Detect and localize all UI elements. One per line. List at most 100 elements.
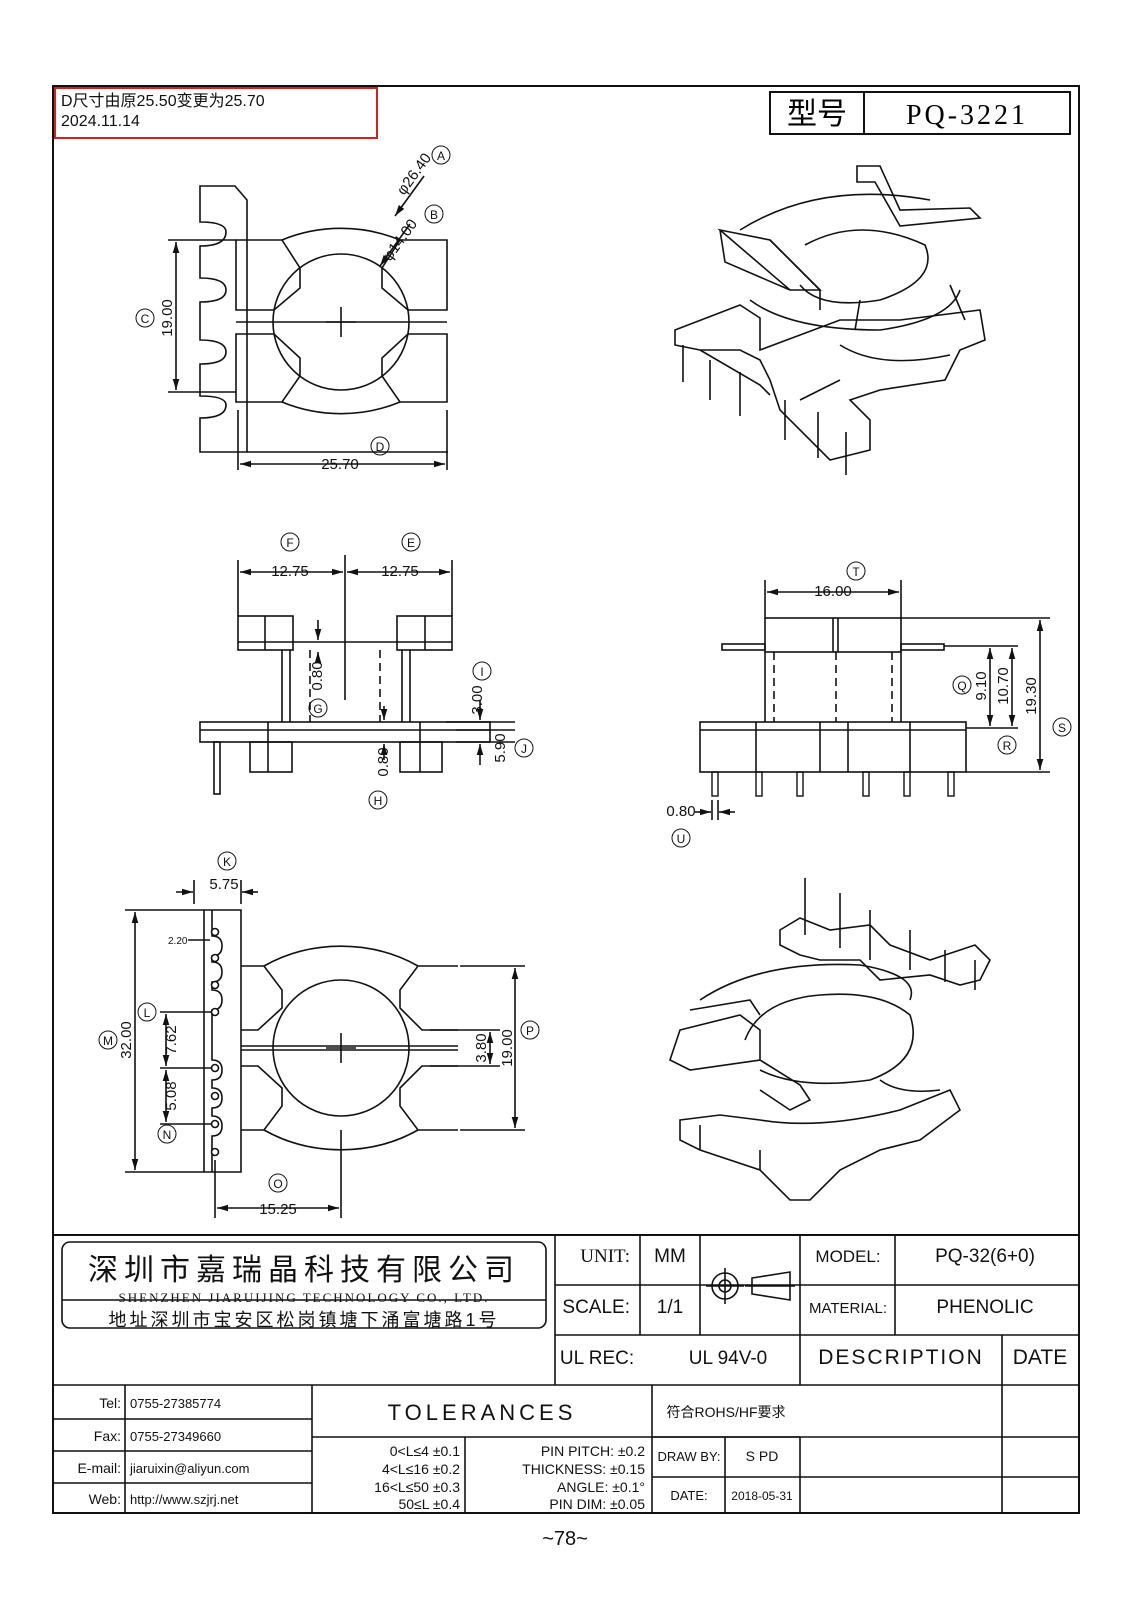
revision-line-1: D尺寸由原25.50变更为25.70	[61, 92, 265, 110]
revision-note: D尺寸由原25.50变更为25.70 2024.11.14	[54, 87, 378, 139]
scale-label: SCALE:	[562, 1297, 630, 1318]
bottom-view	[125, 880, 525, 1218]
draw-by-label: DRAW BY:	[657, 1449, 720, 1464]
title-block	[53, 1234, 1079, 1513]
balloon-t: T	[852, 565, 860, 579]
tolerance-range-2: 4<L≤16 ±0.2	[382, 1461, 460, 1477]
dim-l-value: 7.62	[163, 1025, 180, 1054]
balloon-o: O	[273, 1177, 282, 1191]
balloon-m: M	[103, 1034, 113, 1048]
dim-q-value: 9.10	[973, 671, 990, 700]
top-view	[168, 175, 448, 470]
tolerance-pin-pitch: PIN PITCH: ±0.2	[541, 1443, 645, 1459]
balloon-q: Q	[957, 679, 966, 693]
balloon-s: S	[1058, 721, 1066, 735]
fax-value: 0755-27349660	[130, 1429, 221, 1444]
description-header: DESCRIPTION	[818, 1346, 984, 1369]
dim-f-value: 12.75	[271, 563, 309, 580]
email-value: jiaruixin@aliyun.com	[129, 1461, 249, 1476]
tel-label: Tel:	[99, 1395, 121, 1411]
balloon-g: G	[313, 702, 322, 716]
ulrec-value: UL 94V-0	[689, 1348, 768, 1369]
dim-c-value: 19.00	[159, 299, 176, 337]
dim-j-value: 5.90	[492, 733, 509, 762]
dim-a-value: φ26.40	[393, 150, 435, 198]
top-view-labels: φ26.40 φ14.00 19.00 25.70 A B C D	[135, 145, 451, 473]
model-title-box: 型号 PQ-3221	[769, 91, 1071, 135]
company-name-en: SHENZHEN JIARUIJING TECHNOLOGY CO., LTD.	[119, 1290, 490, 1305]
date-value: 2018-05-31	[731, 1489, 793, 1503]
tolerance-thickness: THICKNESS: ±0.15	[522, 1461, 645, 1477]
material-value: PHENOLIC	[936, 1297, 1033, 1318]
dim-t-value: 16.00	[814, 583, 852, 600]
sheet-border	[52, 85, 1080, 1514]
tolerance-pin-dim: PIN DIM: ±0.05	[549, 1496, 645, 1512]
front-view-labels: 12.75 12.75 0.80 0.80 3.00 5.90 F E G H …	[271, 532, 534, 810]
front-view	[199, 555, 515, 795]
ulrec-label: UL REC:	[560, 1348, 634, 1369]
balloon-r: R	[1003, 739, 1012, 753]
balloon-a: A	[437, 149, 445, 163]
fax-label: Fax:	[94, 1428, 121, 1444]
balloon-p: P	[526, 1024, 534, 1038]
tel-value: 0755-27385774	[130, 1396, 221, 1411]
unit-value: MM	[654, 1246, 686, 1267]
revision-line-2: 2024.11.14	[61, 113, 140, 130]
tolerance-angle: ANGLE: ±0.1°	[557, 1479, 645, 1495]
dim-h-value: 0.80	[375, 747, 392, 776]
dim-s-value: 19.30	[1023, 677, 1040, 715]
page-number: ~78~	[542, 1528, 588, 1550]
dim-r-value: 10.70	[995, 667, 1012, 705]
balloon-b: B	[430, 208, 438, 222]
draw-by-value: S PD	[746, 1448, 779, 1464]
isometric-view-lower	[669, 878, 991, 1201]
date-header: DATE	[1013, 1346, 1067, 1369]
company-address: 地址深圳市宝安区松岗镇塘下涌富塘路1号	[108, 1310, 499, 1330]
web-label: Web:	[89, 1491, 121, 1507]
company-name-cn: 深圳市嘉瑞晶科技有限公司	[88, 1254, 520, 1287]
tolerances-table: TOLERANCES 0<L≤4 ±0.1 4<L≤16 ±0.2 16<L≤5…	[374, 1400, 645, 1512]
balloon-j: J	[521, 742, 527, 756]
material-label: MATERIAL:	[809, 1300, 887, 1317]
dim-m-value: 32.00	[118, 1021, 135, 1059]
web-value: http://www.szjrj.net	[130, 1492, 239, 1507]
balloon-e: E	[407, 536, 415, 550]
balloon-l: L	[144, 1006, 151, 1020]
date-label: DATE:	[670, 1488, 707, 1503]
scale-value: 1/1	[657, 1297, 683, 1318]
title-block-fields: UNIT: MM SCALE: 1/1 UL REC: UL 94V-0 MOD…	[560, 1246, 1067, 1369]
company-info: 深圳市嘉瑞晶科技有限公司 SHENZHEN JIARUIJING TECHNOL…	[88, 1254, 520, 1330]
balloon-i: I	[480, 665, 483, 679]
dim-d-value: 25.70	[321, 456, 359, 473]
model-label: 型号	[787, 98, 847, 131]
part-number: PQ-3221	[906, 100, 1028, 131]
balloon-h: H	[374, 794, 383, 808]
dim-p2-value: 3.80	[473, 1033, 490, 1062]
dim-n-value: 5.08	[163, 1081, 180, 1110]
model-field-label: MODEL:	[815, 1247, 880, 1266]
model-field-value: PQ-32(6+0)	[935, 1246, 1035, 1267]
dim-g-value: 0.80	[309, 661, 326, 690]
dim-p-value: 19.00	[499, 1029, 516, 1067]
tolerance-range-3: 16<L≤50 ±0.3	[374, 1479, 460, 1495]
side-view-labels: 16.00 9.10 10.70 19.30 0.80 T Q R S U	[666, 561, 1072, 848]
balloon-u: U	[677, 832, 686, 846]
balloon-c: C	[141, 312, 150, 326]
dim-u-value: 0.80	[666, 803, 695, 820]
tolerance-range-4: 50≤L ±0.4	[398, 1496, 460, 1512]
unit-label: UNIT:	[580, 1246, 630, 1267]
tolerance-range-1: 0<L≤4 ±0.1	[390, 1443, 460, 1459]
dim-e-value: 12.75	[381, 563, 419, 580]
contact-table: Tel: 0755-27385774 Fax: 0755-27349660 E-…	[77, 1395, 249, 1507]
dim-pin-spacing-value: 2.20	[168, 936, 188, 947]
dim-o-value: 15.25	[259, 1201, 297, 1218]
dim-i-value: 3.00	[469, 685, 486, 714]
projection-symbol-icon	[706, 1268, 795, 1304]
balloon-f: F	[286, 536, 293, 550]
approval-fields: 符合ROHS/HF要求 DRAW BY: S PD DATE: 2018-05-…	[657, 1404, 793, 1503]
side-view	[695, 580, 1050, 820]
dim-k-value: 5.75	[209, 876, 238, 893]
balloon-d: D	[376, 440, 385, 454]
compliance-note: 符合ROHS/HF要求	[667, 1404, 786, 1420]
